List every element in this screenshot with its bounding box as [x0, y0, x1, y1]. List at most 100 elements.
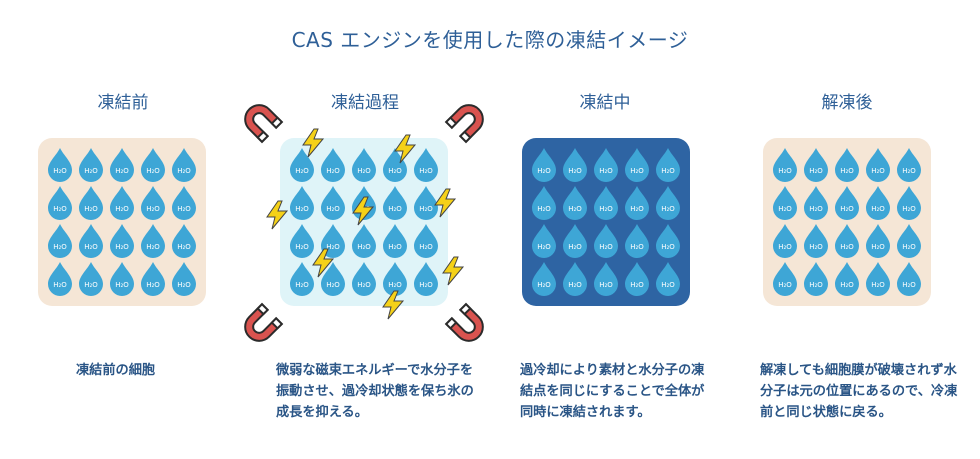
water-droplet-icon: H₂O — [414, 148, 438, 182]
water-droplet-icon: H₂O — [773, 262, 797, 296]
h2o-label: H₂O — [419, 281, 433, 289]
h2o-label: H₂O — [84, 167, 98, 175]
h2o-label: H₂O — [326, 167, 340, 175]
h2o-label: H₂O — [295, 167, 309, 175]
h2o-label: H₂O — [115, 281, 129, 289]
cell-box-before: H₂O H₂O H₂O H₂O H₂O H₂O H₂O H₂O H₂O H₂O H₂O H₂O H₂O H… — [38, 138, 206, 306]
h2o-label: H₂O — [295, 205, 309, 213]
water-droplet-icon: H₂O — [594, 224, 618, 258]
h2o-label: H₂O — [357, 281, 371, 289]
water-droplet-icon: H₂O — [625, 262, 649, 296]
h2o-label: H₂O — [630, 167, 644, 175]
h2o-label: H₂O — [115, 167, 129, 175]
h2o-label: H₂O — [295, 281, 309, 289]
water-droplet-icon: H₂O — [414, 224, 438, 258]
water-droplet-icon: H₂O — [290, 186, 314, 220]
water-droplet-icon: H₂O — [835, 224, 859, 258]
h2o-label: H₂O — [419, 205, 433, 213]
water-droplet-icon: H₂O — [172, 148, 196, 182]
lightning-icon — [434, 188, 457, 218]
water-droplet-icon: H₂O — [866, 148, 890, 182]
h2o-label: H₂O — [778, 167, 792, 175]
h2o-label: H₂O — [661, 281, 675, 289]
water-droplet-icon: H₂O — [656, 148, 680, 182]
water-droplet-icon: H₂O — [321, 186, 345, 220]
h2o-label: H₂O — [326, 281, 340, 289]
h2o-label: H₂O — [661, 167, 675, 175]
h2o-label: H₂O — [630, 243, 644, 251]
water-droplet-icon: H₂O — [563, 262, 587, 296]
h2o-label: H₂O — [419, 167, 433, 175]
water-droplet-icon: H₂O — [804, 186, 828, 220]
h2o-label: H₂O — [809, 281, 823, 289]
magnet-icon — [244, 104, 284, 144]
water-droplet-icon: H₂O — [594, 186, 618, 220]
h2o-label: H₂O — [388, 167, 402, 175]
h2o-label: H₂O — [388, 243, 402, 251]
water-droplet-icon: H₂O — [110, 186, 134, 220]
lightning-icon — [352, 196, 375, 226]
h2o-label: H₂O — [177, 243, 191, 251]
h2o-label: H₂O — [146, 167, 160, 175]
lightning-icon — [312, 248, 335, 278]
water-droplet-icon: H₂O — [835, 148, 859, 182]
water-droplet-icon: H₂O — [48, 262, 72, 296]
h2o-label: H₂O — [537, 281, 551, 289]
h2o-label: H₂O — [537, 205, 551, 213]
h2o-label: H₂O — [388, 281, 402, 289]
h2o-label: H₂O — [115, 205, 129, 213]
h2o-label: H₂O — [295, 243, 309, 251]
stage-description-before: 凍結前の細胞 — [76, 363, 156, 378]
water-droplet-icon: H₂O — [141, 224, 165, 258]
water-droplet-icon: H₂O — [563, 224, 587, 258]
h2o-label: H₂O — [902, 205, 916, 213]
h2o-label: H₂O — [53, 281, 67, 289]
water-droplet-icon: H₂O — [110, 224, 134, 258]
cell-box-process: H₂O H₂O H₂O H₂O H₂O H₂O H₂O H₂O H₂O H₂O H₂O H₂O H₂O H… — [280, 138, 448, 306]
h2o-label: H₂O — [661, 205, 675, 213]
stage-description-process: 微弱な磁束エネルギーで水分子を振動させ、過冷却状態を保ち氷の成長を抑える。 — [276, 363, 474, 420]
water-droplet-icon: H₂O — [414, 262, 438, 296]
h2o-label: H₂O — [146, 281, 160, 289]
h2o-label: H₂O — [778, 281, 792, 289]
water-droplet-icon: H₂O — [532, 224, 556, 258]
water-droplet-icon: H₂O — [835, 186, 859, 220]
water-droplet-icon: H₂O — [172, 186, 196, 220]
water-droplet-icon: H₂O — [383, 186, 407, 220]
water-droplet-icon: H₂O — [532, 262, 556, 296]
water-droplet-icon: H₂O — [290, 224, 314, 258]
h2o-label: H₂O — [84, 205, 98, 213]
h2o-label: H₂O — [599, 243, 613, 251]
h2o-label: H₂O — [871, 167, 885, 175]
water-droplet-icon: H₂O — [290, 148, 314, 182]
water-droplet-icon: H₂O — [48, 148, 72, 182]
water-droplet-icon: H₂O — [897, 224, 921, 258]
h2o-label: H₂O — [84, 243, 98, 251]
water-droplet-icon: H₂O — [866, 186, 890, 220]
h2o-label: H₂O — [537, 243, 551, 251]
h2o-label: H₂O — [902, 243, 916, 251]
water-droplet-icon: H₂O — [48, 224, 72, 258]
water-droplet-icon: H₂O — [897, 262, 921, 296]
water-droplet-icon: H₂O — [625, 186, 649, 220]
water-droplet-icon: H₂O — [48, 186, 72, 220]
h2o-label: H₂O — [840, 167, 854, 175]
stage-label-freezing: 凍結中 — [579, 93, 631, 113]
h2o-label: H₂O — [840, 281, 854, 289]
h2o-label: H₂O — [871, 243, 885, 251]
magnet-icon — [444, 104, 484, 144]
h2o-label: H₂O — [146, 243, 160, 251]
h2o-label: H₂O — [568, 243, 582, 251]
water-droplet-icon: H₂O — [773, 148, 797, 182]
h2o-label: H₂O — [177, 281, 191, 289]
stage-label-thawed: 解凍後 — [821, 93, 873, 113]
page-title: CAS エンジンを使用した際の凍結イメージ — [291, 28, 689, 52]
water-droplet-icon: H₂O — [352, 262, 376, 296]
water-droplet-icon: H₂O — [352, 224, 376, 258]
water-droplet-icon: H₂O — [383, 148, 407, 182]
water-droplet-icon: H₂O — [835, 262, 859, 296]
water-droplet-icon: H₂O — [79, 148, 103, 182]
h2o-label: H₂O — [357, 167, 371, 175]
water-droplet-icon: H₂O — [594, 262, 618, 296]
water-droplet-icon: H₂O — [563, 148, 587, 182]
